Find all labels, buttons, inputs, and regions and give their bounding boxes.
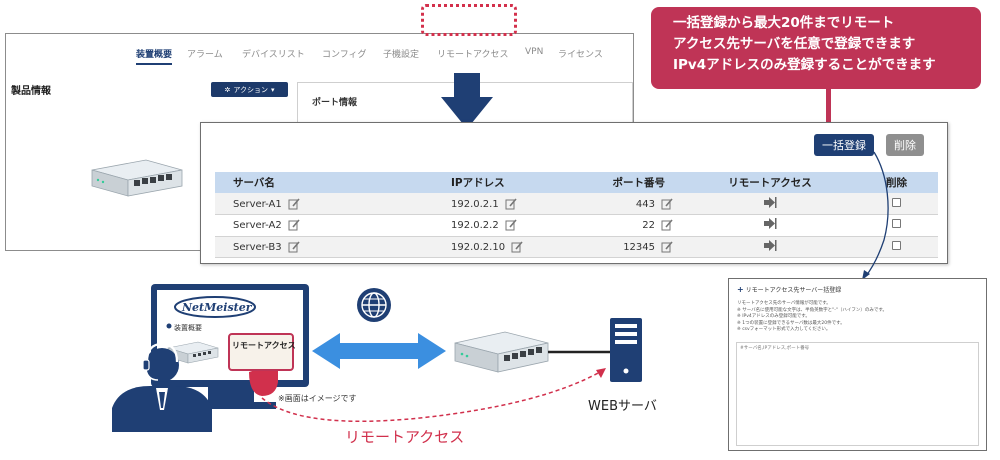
- delete-button[interactable]: 削除: [886, 134, 924, 156]
- bulk-register-dialog: + リモートアクセス先サーバー括登録 リモートアクセス先のサーバ情報が可能です。…: [728, 278, 987, 451]
- globe-icon: [357, 288, 391, 322]
- edit-icon[interactable]: [511, 241, 523, 253]
- feature-callout: 一括登録から最大20件までリモート アクセス先サーバを任意で登録できます IPv…: [651, 7, 981, 89]
- description-line: ※ 1つの装置に登録できるサーバ数は最大20件です。: [737, 320, 845, 326]
- server-name: Server-A1: [233, 198, 282, 210]
- tab-license[interactable]: ライセンス: [558, 50, 603, 60]
- product-info-title: 製品情報: [11, 86, 51, 97]
- ip-cell: 192.0.2.2: [365, 214, 545, 237]
- delete-checkbox[interactable]: [892, 219, 901, 229]
- ip-cell: 192.0.2.1: [365, 193, 545, 215]
- remote-access-cell: [685, 236, 855, 258]
- operator-person-icon: [112, 342, 212, 432]
- router-device-icon: [167, 341, 219, 364]
- remote-access-tab-highlight: [421, 4, 517, 36]
- ip-address: 192.0.2.1: [451, 198, 499, 210]
- edit-icon[interactable]: [661, 197, 673, 210]
- port-cell: 12345: [545, 236, 685, 258]
- image-disclaimer: ※画面はイメージです: [278, 394, 357, 403]
- remote-access-dashed-arrow: [261, 368, 606, 422]
- tab-alarm[interactable]: アラーム: [187, 50, 223, 60]
- tab-vpn[interactable]: VPN: [525, 47, 544, 57]
- remote-access-cell: [685, 193, 855, 215]
- plus-icon: +: [737, 285, 744, 294]
- action-button[interactable]: ✲ アクション ▾: [211, 82, 288, 97]
- web-server-label: WEBサーバ: [588, 399, 657, 414]
- tab-config[interactable]: コンフィグ: [322, 50, 367, 60]
- callout-line: アクセス先サーバを任意で登録できます: [673, 36, 916, 52]
- header-ip-address: IPアドレス: [365, 172, 545, 193]
- server-name-cell: Server-B3: [215, 236, 365, 258]
- server-name-cell: Server-A2: [215, 214, 365, 237]
- port-number: 12345: [623, 241, 655, 253]
- netmeister-logo: NetMeister: [174, 296, 256, 318]
- sign-in-icon[interactable]: [763, 239, 777, 252]
- edit-icon[interactable]: [288, 219, 300, 231]
- port-cell: 443: [545, 193, 685, 215]
- top-nav: 装置概要 アラーム デバイスリスト コンフィグ 子機設定 リモートアクセス VP…: [6, 34, 633, 74]
- port-info-title: ポート情報: [312, 98, 358, 108]
- edit-icon[interactable]: [505, 197, 517, 210]
- port-number: 22: [642, 220, 655, 232]
- remote-access-cell: [685, 214, 855, 237]
- router-device-icon: [454, 331, 549, 373]
- description-line: ※ サーバ名に使用可能な文字は、半角英数字と"-"（ハイフン）のみです。: [737, 307, 887, 313]
- bulk-csv-textarea[interactable]: [736, 342, 979, 446]
- remote-access-chip-label: リモートアクセス: [232, 341, 296, 350]
- caret-down-icon: ▾: [271, 85, 275, 94]
- delete-checkbox[interactable]: [892, 240, 901, 250]
- device-overview-label: 装置概要: [174, 324, 202, 332]
- server-name: Server-A2: [233, 220, 282, 232]
- header-remote-access: リモートアクセス: [685, 172, 855, 193]
- edit-icon[interactable]: [288, 241, 300, 253]
- tab-device-list[interactable]: デバイスリスト: [242, 50, 305, 60]
- delete-checkbox[interactable]: [892, 197, 901, 207]
- action-button-label: アクション: [233, 85, 268, 94]
- table-header-row: サーバ名 IPアドレス ポート番号 リモートアクセス 削除: [215, 172, 938, 193]
- gear-icon: ✲: [224, 85, 231, 94]
- server-name-cell: Server-A1: [215, 193, 365, 215]
- router-device-image: [91, 159, 183, 197]
- callout-line: 一括登録から最大20件までリモート: [673, 15, 895, 31]
- web-server-icon: [610, 318, 642, 382]
- description-line: ※ IPv4アドレスのみ登録可能です。: [737, 314, 810, 319]
- bulk-dialog-title-text: リモートアクセス先サーバー括登録: [745, 287, 842, 294]
- edit-icon[interactable]: [661, 219, 673, 231]
- edit-icon[interactable]: [661, 241, 673, 253]
- tab-child-settings[interactable]: 子機設定: [383, 50, 420, 60]
- brand-logo-text: NetMeister: [181, 301, 253, 314]
- server-name: Server-B3: [233, 241, 282, 253]
- remote-access-label: リモートアクセス: [345, 428, 465, 446]
- down-arrow-icon: [441, 73, 493, 129]
- sign-in-icon[interactable]: [763, 217, 777, 230]
- remote-access-chip[interactable]: [228, 333, 294, 371]
- bulk-register-button[interactable]: 一括登録: [814, 134, 874, 156]
- edit-icon[interactable]: [505, 219, 517, 231]
- sign-in-icon[interactable]: [763, 196, 777, 209]
- ip-address: 192.0.2.10: [451, 241, 506, 253]
- bulk-dialog-description: リモートアクセス先のサーバ情報が可能です。 ※ サーバ名に使用可能な文字は、半角…: [737, 301, 887, 334]
- bulk-dialog-title: + リモートアクセス先サーバー括登録: [737, 285, 841, 294]
- callout-line: IPv4アドレスのみ登録することができます: [673, 57, 936, 73]
- description-line: リモートアクセス先のサーバ情報が可能です。: [737, 301, 831, 306]
- tab-remote-access[interactable]: リモートアクセス: [437, 50, 509, 60]
- edit-icon[interactable]: [288, 197, 300, 210]
- info-icon: [166, 323, 172, 329]
- port-number: 443: [635, 198, 655, 210]
- header-server-name: サーバ名: [215, 172, 365, 193]
- port-cell: 22: [545, 214, 685, 237]
- description-line: ※ csvフォーマット形式で入力してください。: [737, 327, 831, 332]
- header-port-number: ポート番号: [545, 172, 685, 193]
- ip-cell: 192.0.2.10: [365, 236, 545, 258]
- ip-address: 192.0.2.2: [451, 220, 499, 232]
- tab-device-overview[interactable]: 装置概要: [136, 47, 173, 65]
- bidirectional-arrow-icon: [312, 333, 446, 369]
